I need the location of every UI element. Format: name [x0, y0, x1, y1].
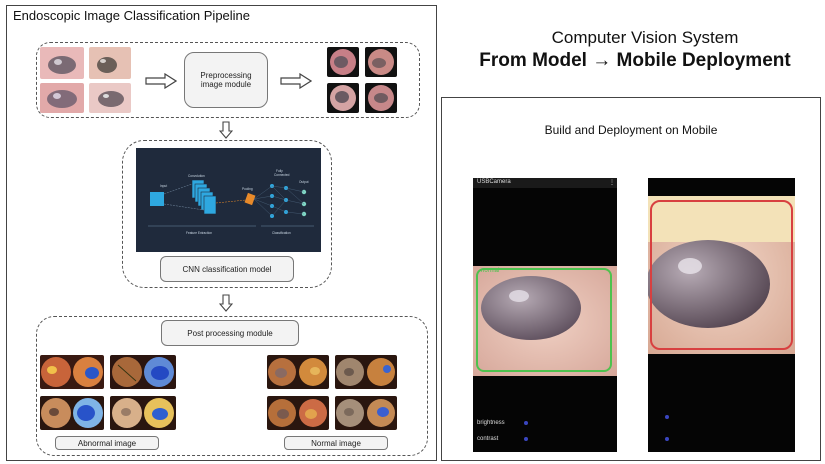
raw-image-4	[89, 83, 131, 113]
processed-image-2	[365, 47, 397, 77]
normal-image-label: Normal image	[284, 436, 388, 450]
cnn-group	[122, 140, 332, 288]
abnormal-heatmap-3	[40, 396, 104, 430]
cnn-model-box: CNN classification model	[160, 256, 294, 282]
raw-image-2	[89, 47, 131, 79]
abnormal-image-label: Abnormal image	[55, 436, 159, 450]
raw-image-3	[40, 83, 84, 113]
brightness-slider-handle[interactable]	[524, 421, 528, 425]
phone-screen-1: USBCamera ⋮ normal brightness contrast	[473, 178, 617, 452]
abnormal-heatmap-1	[40, 355, 104, 389]
brightness-label: brightness	[477, 420, 505, 426]
phone-status-bar	[473, 178, 617, 188]
cnn-input-label: Input	[160, 184, 167, 188]
arrow-right-icon	[280, 73, 312, 89]
deployment-panel	[441, 97, 821, 461]
processed-image-4	[365, 83, 397, 113]
app-title: USBCamera	[477, 179, 511, 185]
raw-image-1	[40, 47, 84, 79]
postprocessing-module-box: Post processing module	[161, 320, 299, 346]
processed-image-1	[327, 47, 359, 77]
heading-line-1: Computer Vision System	[551, 28, 739, 47]
arrow-right-icon	[145, 73, 177, 89]
heading-line-2: From Model → Mobile Deployment	[479, 50, 791, 71]
preprocessing-group	[36, 42, 420, 118]
slider-handle-2[interactable]	[665, 437, 669, 441]
normal-heatmap-3	[267, 396, 329, 430]
postprocessing-group	[36, 316, 428, 456]
deployment-subtitle: Build and Deployment on Mobile	[544, 123, 718, 137]
detection-box-abnormal	[650, 200, 793, 350]
abnormal-heatmap-2	[110, 355, 176, 389]
cnn-classification-label: Classification	[272, 231, 291, 235]
menu-icon[interactable]: ⋮	[609, 180, 615, 186]
normal-heatmap-1	[267, 355, 329, 389]
detection-box	[476, 268, 612, 372]
arrow-down-icon	[219, 294, 233, 312]
camera-feed	[473, 266, 617, 376]
detection-label: normal	[481, 268, 500, 274]
cnn-feature-extraction-label: Feature Extraction	[186, 231, 212, 235]
normal-heatmap-2	[335, 355, 397, 389]
cnn-convolution-label: Convolution	[188, 174, 205, 178]
abnormal-heatmap-4	[110, 396, 176, 430]
cnn-pooling-label: Pooling	[242, 187, 253, 191]
contrast-label: contrast	[477, 436, 499, 442]
processed-image-3	[327, 83, 359, 113]
pipeline-panel	[6, 5, 437, 461]
preprocessing-module-box: Preprocessing image module	[184, 52, 268, 108]
contrast-slider-handle[interactable]	[524, 437, 528, 441]
cnn-output-label: Output	[299, 180, 309, 184]
arrow-down-icon	[219, 121, 233, 139]
phone-screen-2	[648, 178, 795, 452]
slider-handle-1[interactable]	[665, 415, 669, 419]
pipeline-title: Endoscopic Image Classification Pipeline	[13, 8, 251, 23]
normal-heatmap-4	[335, 396, 397, 430]
camera-feed-zoomed	[648, 196, 795, 354]
